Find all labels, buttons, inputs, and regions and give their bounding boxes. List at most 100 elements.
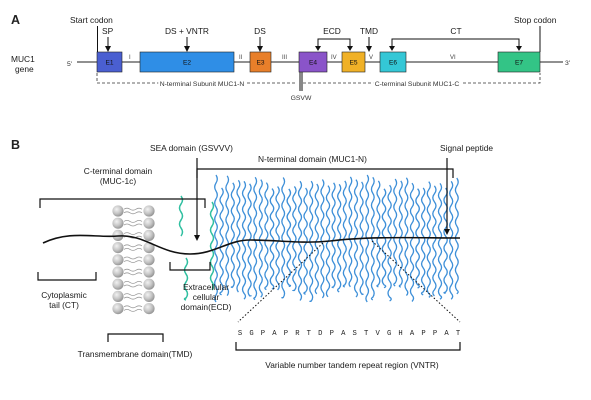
glycan-chain (404, 177, 409, 296)
lipid-head (143, 278, 155, 290)
glycan-chains (214, 174, 459, 303)
exon-e4-box (298, 51, 328, 73)
three-prime-end: 3' (565, 60, 570, 67)
exon-e7-label: E7 (515, 60, 523, 67)
lipid-head (143, 266, 155, 278)
exon-e6-label: E6 (389, 60, 397, 67)
ecd-label: ECD (323, 26, 341, 36)
glycan-chain (297, 180, 303, 301)
glycan-chain (236, 179, 241, 293)
vntr-residue: S (353, 330, 357, 338)
lipid-head (112, 290, 124, 302)
vntr-residue: V (376, 330, 381, 338)
vntr-label: Variable number tandem repeat region (VN… (265, 360, 439, 370)
vntr-residue: G (249, 330, 253, 338)
lipid-tail (123, 281, 143, 284)
c-terminal-label-2: (MUC-1c) (100, 176, 136, 186)
c-terminal-bracket (39, 198, 206, 208)
exon-e6-box (379, 51, 407, 73)
glycan-chain (309, 180, 314, 303)
exon-e2: E2 (139, 51, 235, 73)
ct-bracket (391, 38, 520, 49)
glycan-chain (381, 188, 387, 289)
glycan-chain (376, 180, 381, 288)
lipid-head (143, 205, 155, 217)
vntr-residue: P (421, 330, 425, 338)
glycan-chain (275, 186, 280, 291)
protein-backbone (42, 234, 461, 255)
exon-e3: E3 (249, 51, 272, 73)
sea-strand (183, 257, 189, 301)
lipid-tail (123, 223, 143, 227)
lipid-tail (123, 284, 143, 288)
exon-e2-box (139, 51, 235, 73)
lipid-head (112, 205, 124, 217)
gsvw-label: GSVW (291, 95, 312, 102)
subunit-c-label: C-terminal Subunit MUC1-C (375, 81, 460, 88)
glycan-chain (331, 182, 336, 289)
glycan-chain (437, 183, 443, 300)
exon-e2-label: E2 (183, 60, 191, 67)
glycan-chain (432, 185, 437, 297)
ct-label: CT (450, 26, 461, 36)
lipid-tail (123, 256, 143, 260)
five-prime-end: 5' (67, 61, 72, 68)
cytoplasmic-bracket (37, 272, 97, 281)
lipid-head (143, 254, 155, 266)
lipid-head (112, 266, 124, 278)
intron-6: VI (450, 55, 456, 61)
c-terminal-label-1: C-terminal domain (84, 166, 153, 176)
glycan-chain (320, 179, 325, 299)
vntr-residue: A (272, 330, 277, 338)
glycan-chain (342, 180, 347, 288)
intron-5: V (369, 55, 373, 61)
vntr-residue: A (444, 330, 449, 338)
glycan-chain (359, 181, 364, 296)
ecd-b-label-1: Extracellular (183, 282, 229, 292)
glycan-chain (348, 176, 353, 288)
lipid-head (112, 254, 124, 266)
vntr-residue: P (284, 330, 288, 338)
intron-1: I (129, 55, 131, 61)
lipid-tail (123, 248, 143, 251)
lipid-tail (123, 220, 143, 223)
vntr-residue: A (341, 330, 346, 338)
glycan-chain (214, 174, 218, 303)
tmd-b-label: Transmembrane domain(TMD) (78, 349, 193, 359)
exon-e6: E6 (379, 51, 407, 73)
signal-peptide-label: Signal peptide (440, 143, 493, 153)
n-terminal-label: N-terminal domain (MUC1-N) (258, 154, 367, 164)
exon-e3-label: E3 (256, 60, 264, 67)
exon-e1-label: E1 (105, 60, 113, 67)
ct-arrow-left (389, 46, 395, 51)
glycan-chain (286, 188, 292, 288)
sea-domain-strands (178, 195, 215, 301)
lipid-head (112, 217, 124, 229)
glycan-chain (454, 177, 459, 295)
glycan-chain (314, 183, 319, 295)
glycan-chain (292, 185, 297, 292)
intron-3: III (282, 55, 287, 61)
start-codon-label: Start codon (70, 15, 113, 25)
exon-e4: E4 (298, 51, 328, 73)
vntr-residue: H (398, 330, 402, 338)
vntr-residue: G (387, 330, 391, 338)
ct-arrow-right (516, 46, 522, 51)
vntr-residue: T (307, 330, 312, 338)
intron-2: II (239, 55, 243, 61)
glycan-chain (387, 184, 392, 302)
gene-label-line2: gene (15, 64, 34, 74)
glycan-chain (426, 181, 431, 298)
glycan-chain (281, 177, 286, 299)
stop-codon-label: Stop codon (514, 15, 557, 25)
sea-strand (209, 201, 215, 291)
vntr-residue: P (433, 330, 437, 338)
lipid-tail (123, 272, 143, 276)
ecd-bracket (317, 38, 351, 49)
exon-e1-box (96, 51, 123, 73)
lipid-tail (123, 207, 143, 211)
ecd-b-label-2: cellular (193, 292, 220, 302)
glycan-chain (449, 180, 454, 300)
lipid-tail (123, 293, 143, 296)
subunit-c-bracket (303, 73, 541, 84)
